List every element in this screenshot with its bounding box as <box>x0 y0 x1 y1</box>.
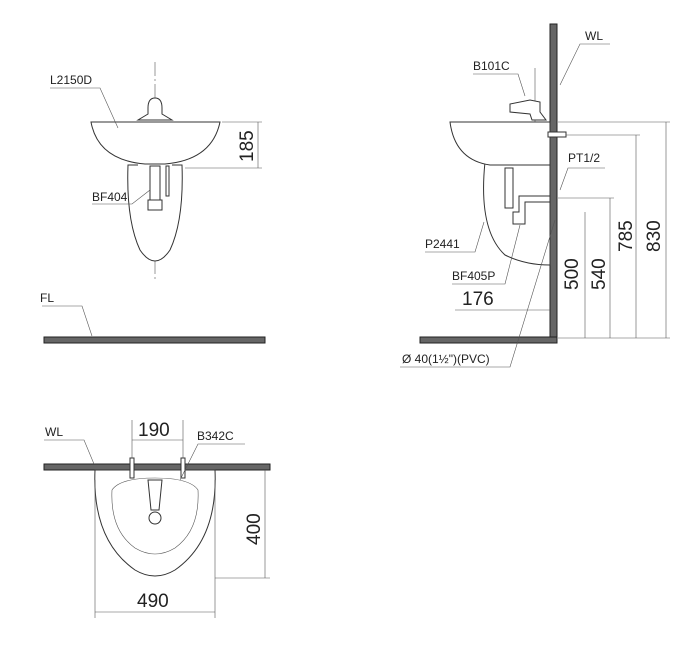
basin-label: L2150D <box>50 73 92 87</box>
dim-176: 176 <box>462 289 494 310</box>
basin <box>90 121 221 165</box>
dim-785: 785 <box>616 220 637 252</box>
dim-190: 190 <box>138 420 170 441</box>
floor-line <box>43 336 266 344</box>
top-view: WL 190 B342C 400 490 <box>43 420 271 618</box>
fixing-label: B342C <box>197 429 234 443</box>
wall-label: WL <box>585 29 603 43</box>
wall <box>549 23 558 344</box>
leader-floor <box>42 305 93 337</box>
bolt-left <box>129 457 135 479</box>
drain-label: Ø 40(1½")(PVC) <box>402 352 490 366</box>
dim-830: 830 <box>644 220 665 252</box>
front-view: L2150D BF404 185 FL <box>40 62 266 344</box>
trap-label-side: BF405P <box>452 269 495 283</box>
dim-540: 540 <box>589 258 610 290</box>
floor-label: FL <box>40 291 54 305</box>
side-faucet <box>509 99 547 121</box>
dim-185: 185 <box>237 130 258 162</box>
dim-400: 400 <box>244 513 265 545</box>
side-p-trap <box>512 195 551 225</box>
leader-trap <box>92 189 151 205</box>
bolt-right <box>180 457 186 479</box>
top-wall <box>43 463 271 471</box>
top-wall-label: WL <box>45 425 63 439</box>
dim-490: 490 <box>137 591 169 612</box>
leader-basin <box>50 87 119 129</box>
top-faucet <box>147 479 163 511</box>
faucet <box>136 97 174 121</box>
dim-500: 500 <box>562 258 583 290</box>
trap-label: BF404 <box>92 190 128 204</box>
side-basin <box>449 121 551 166</box>
faucet-label: B101C <box>473 59 510 73</box>
side-view: 830 785 540 500 176 WL B101C PT1/2 P2441… <box>400 23 670 368</box>
pedestal-label: P2441 <box>425 237 460 251</box>
side-floor <box>419 336 558 344</box>
bowl <box>111 477 199 555</box>
trap-nut <box>147 199 163 211</box>
bracket <box>547 131 567 138</box>
supply-label: PT1/2 <box>568 151 600 165</box>
supply-pipe <box>165 165 170 197</box>
drain <box>148 511 162 525</box>
side-trap <box>504 167 514 209</box>
